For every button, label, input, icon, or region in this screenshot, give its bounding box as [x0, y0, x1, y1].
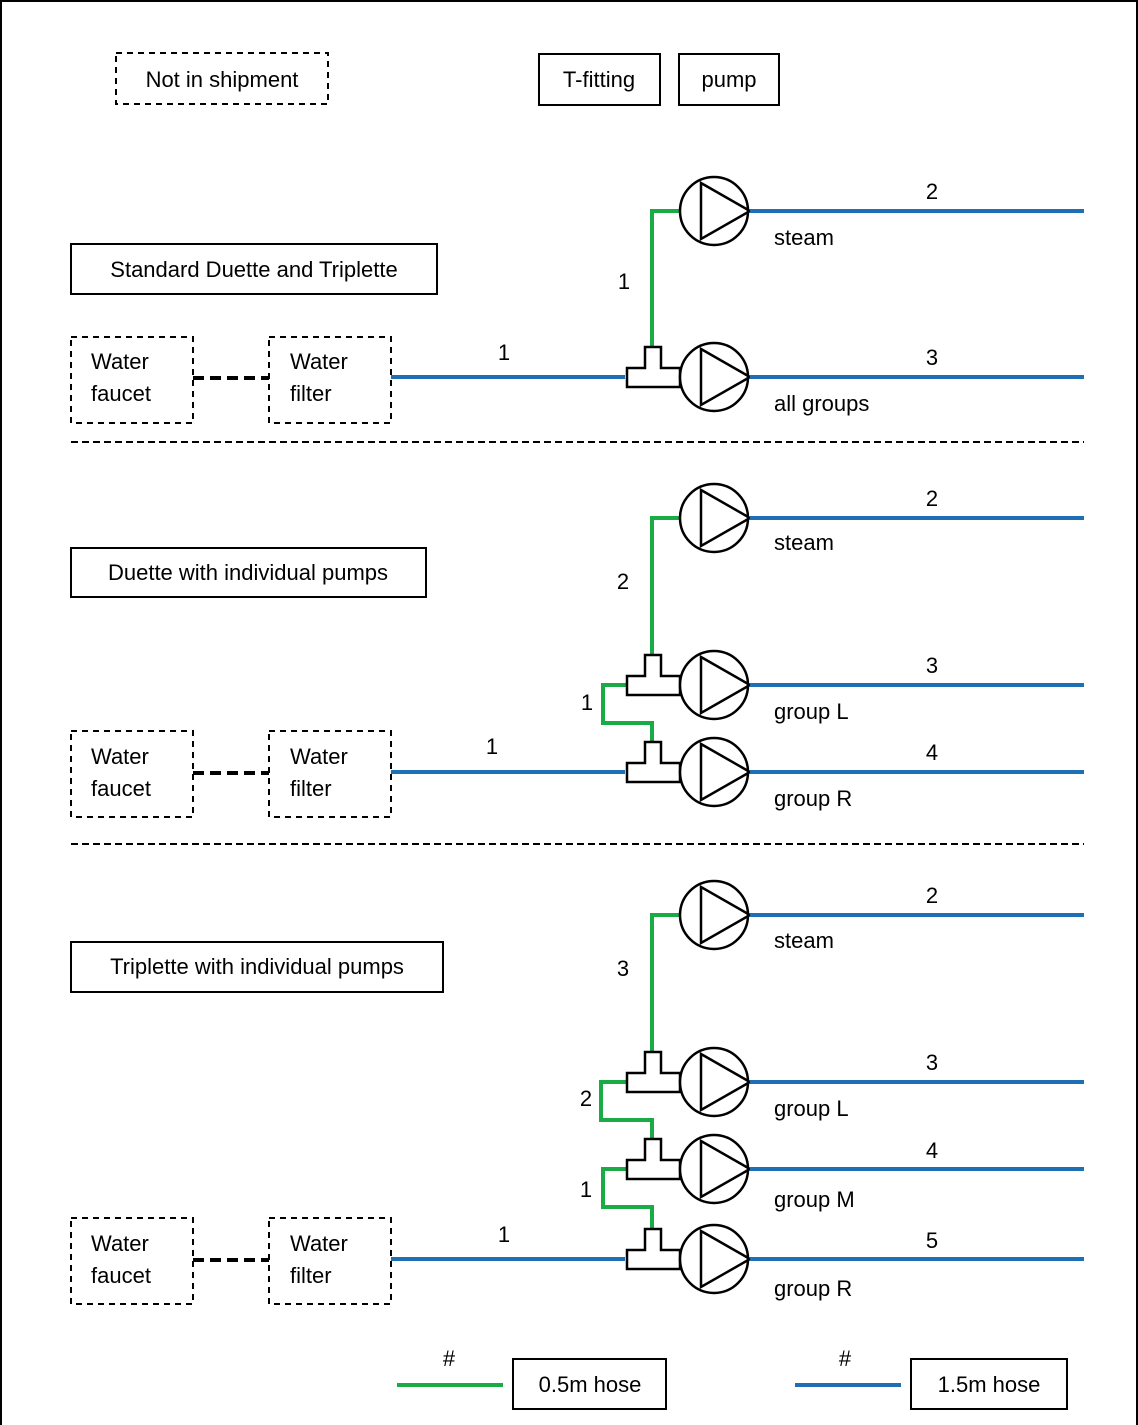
riser-hose-steam — [650, 516, 680, 655]
pump-label: group R — [774, 786, 852, 811]
pump-label: steam — [774, 530, 834, 555]
riser-hose-number: 3 — [617, 956, 629, 981]
t-fitting — [625, 740, 682, 784]
section-duette: Duette with individual pumps Water fauce… — [70, 482, 1084, 818]
short-hose-label: 0.5m hose — [539, 1372, 642, 1397]
pump-label: group R — [774, 1276, 852, 1301]
section-triplette: Triplette with individual pumps Water fa… — [70, 879, 1084, 1305]
inlet-hose-number: 1 — [498, 1222, 510, 1247]
water-faucet-label-1: Water — [91, 1231, 149, 1256]
not-in-shipment-label: Not in shipment — [146, 67, 299, 92]
legend-t-fitting: T-fitting — [538, 53, 661, 106]
pump-group-r: 5 group R — [678, 1223, 1084, 1301]
riser-hose-number: 2 — [617, 569, 629, 594]
section-title-box — [70, 941, 444, 993]
output-hose-number: 2 — [926, 179, 938, 204]
pump-label: steam — [774, 225, 834, 250]
legend-pump: pump — [678, 53, 780, 106]
pump-label: group M — [774, 1187, 855, 1212]
output-hose-number: 5 — [926, 1228, 938, 1253]
jumper-hose-1 — [601, 683, 654, 742]
t-fitting — [625, 1050, 682, 1094]
riser-hose-number: 1 — [618, 269, 630, 294]
long-hose-hash: # — [839, 1346, 852, 1371]
jumper-hose-number: 1 — [581, 690, 593, 715]
output-hose-number: 2 — [926, 883, 938, 908]
water-filter-label-2: filter — [290, 381, 332, 406]
section-title: Standard Duette and Triplette — [110, 257, 397, 282]
t-fitting — [625, 1227, 682, 1271]
riser-hose — [650, 209, 680, 347]
output-hose-number: 4 — [926, 1138, 938, 1163]
jumper-hose-2 — [599, 1080, 654, 1142]
riser-hose-steam — [650, 913, 680, 1052]
water-filter-label-2: filter — [290, 776, 332, 801]
water-filter-box — [268, 336, 392, 424]
water-faucet-label-2: faucet — [91, 1263, 151, 1288]
jumper-hose-number: 2 — [580, 1086, 592, 1111]
pump-steam: 2 steam — [678, 879, 1084, 953]
section-standard: Standard Duette and Triplette Water fauc… — [70, 175, 1084, 424]
t-fitting-label: T-fitting — [563, 67, 635, 92]
output-hose-number: 4 — [926, 740, 938, 765]
water-faucet-label-1: Water — [91, 349, 149, 374]
pump-label: steam — [774, 928, 834, 953]
pump-steam: 2 steam — [678, 175, 1084, 250]
legend-not-in-shipment: Not in shipment — [115, 52, 329, 105]
t-fitting — [625, 1137, 682, 1181]
water-filter-label-1: Water — [290, 1231, 348, 1256]
pump-group-m: 4 group M — [678, 1133, 1084, 1212]
jumper-hose-number: 1 — [580, 1177, 592, 1202]
section-title-box — [70, 243, 438, 295]
output-hose-number: 3 — [926, 653, 938, 678]
output-hose-number: 3 — [926, 345, 938, 370]
t-fitting — [625, 653, 682, 697]
inlet-hose-number: 1 — [486, 734, 498, 759]
pump-label: group L — [774, 1096, 849, 1121]
inlet-hose-number: 1 — [498, 340, 510, 365]
output-hose-number: 2 — [926, 486, 938, 511]
pump-group-r: 4 group R — [678, 736, 1084, 811]
short-hose-hash: # — [443, 1346, 456, 1371]
water-filter-label-2: filter — [290, 1263, 332, 1288]
pump-label: all groups — [774, 391, 869, 416]
section-title-box — [70, 547, 427, 598]
legend-long-hose: # 1.5m hose — [795, 1346, 1068, 1410]
output-hose-number: 3 — [926, 1050, 938, 1075]
water-filter-label-1: Water — [290, 744, 348, 769]
legend-short-hose: # 0.5m hose — [397, 1346, 667, 1410]
section-title: Duette with individual pumps — [108, 560, 388, 585]
pump-label: pump — [701, 67, 756, 92]
jumper-hose-1 — [601, 1167, 654, 1229]
water-faucet-label-1: Water — [91, 744, 149, 769]
long-hose-label: 1.5m hose — [938, 1372, 1041, 1397]
pump-group-l: 3 group L — [678, 649, 1084, 724]
section-title: Triplette with individual pumps — [110, 954, 404, 979]
water-faucet-label-2: faucet — [91, 776, 151, 801]
pump-steam: 2 steam — [678, 482, 1084, 555]
water-filter-label-1: Water — [290, 349, 348, 374]
water-faucet-label-2: faucet — [91, 381, 151, 406]
pump-all-groups: 3 all groups — [678, 341, 1084, 416]
pump-label: group L — [774, 699, 849, 724]
pump-group-l: 3 group L — [678, 1046, 1084, 1121]
t-fitting — [625, 345, 682, 389]
